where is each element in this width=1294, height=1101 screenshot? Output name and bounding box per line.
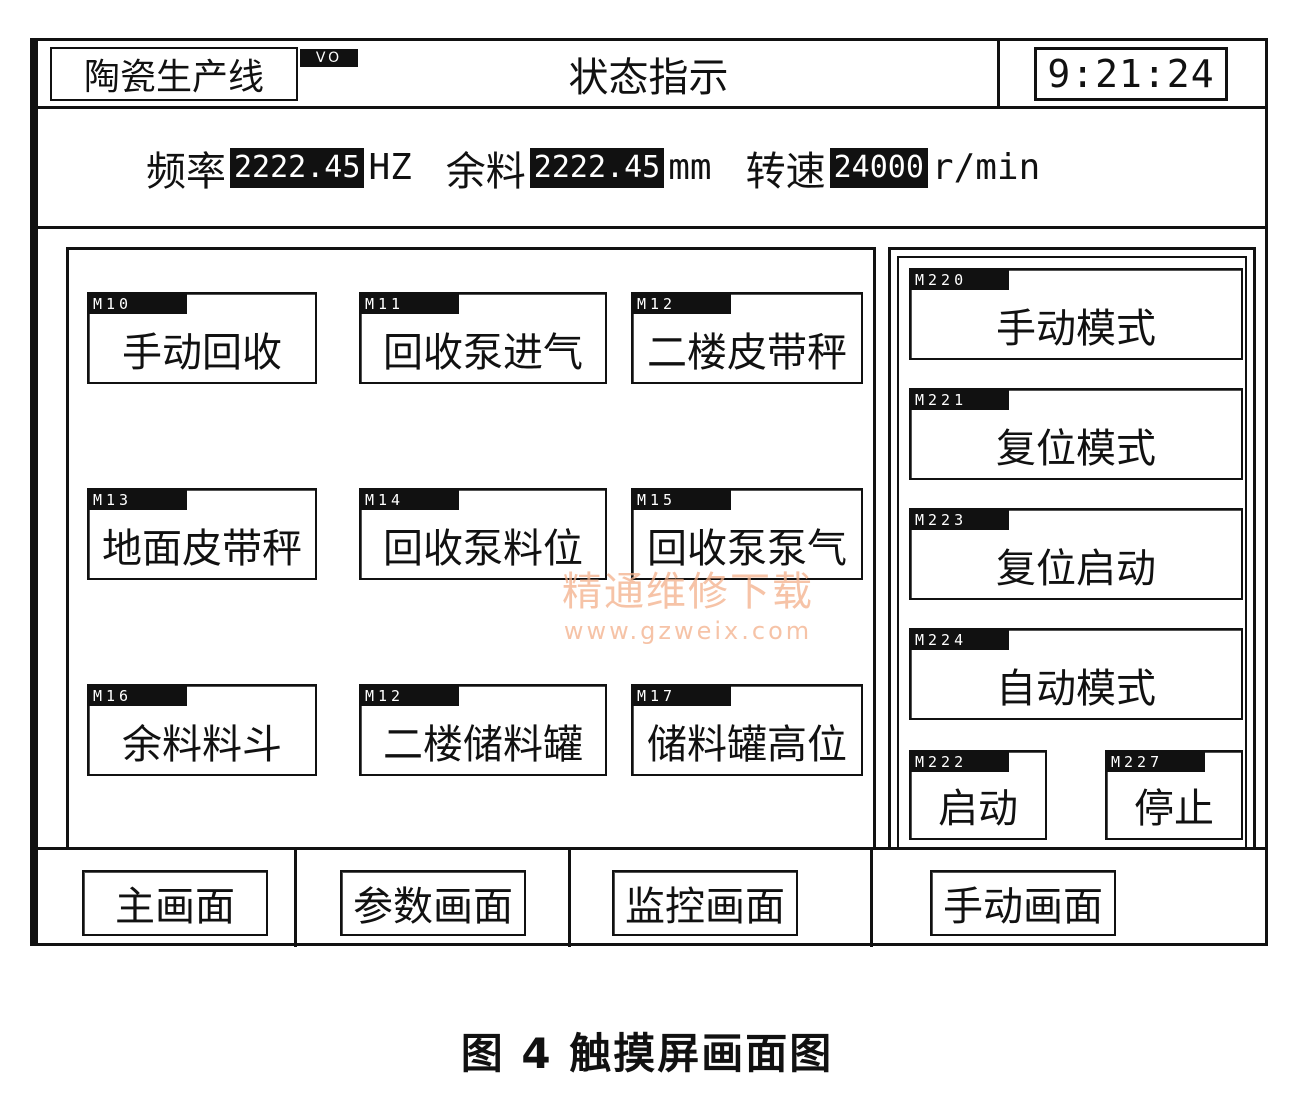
nav-divider (870, 850, 873, 947)
speed-readout: 转速 24000 r/min (746, 139, 1041, 197)
title-bar: 陶瓷生产线 VO 状态指示 9:21:24 (38, 41, 1265, 109)
touchscreen-panel: 陶瓷生产线 VO 状态指示 9:21:24 频率 2222.45 HZ 余料 2… (30, 38, 1268, 947)
button-label: 地面皮带秤 (102, 526, 302, 572)
reset-start-button[interactable]: M223 复位启动 (909, 508, 1243, 600)
screen-navigation-bar: 主画面 参数画面 监控画面 手动画面 (38, 847, 1265, 947)
stop-button[interactable]: M227 停止 (1105, 750, 1243, 840)
clock-display: 9:21:24 (1034, 46, 1228, 101)
storage-tank-high-level-button[interactable]: M17 储料罐高位 (631, 684, 863, 776)
parameter-screen-button[interactable]: 参数画面 (340, 870, 526, 936)
button-label: 二楼储料罐 (383, 722, 583, 768)
button-label: 储料罐高位 (647, 722, 847, 768)
manual-recovery-button[interactable]: M10 手动回收 (87, 292, 317, 384)
mode-panel-frame: M220 手动模式 M221 复位模式 M223 复位启动 M224 自动模式 … (897, 256, 1247, 847)
button-label: 启动 (938, 786, 1018, 832)
ground-belt-scale-button[interactable]: M13 地面皮带秤 (87, 488, 317, 580)
reset-mode-button[interactable]: M221 复位模式 (909, 388, 1243, 480)
button-tag: M12 (633, 294, 731, 314)
manual-mode-button[interactable]: M220 手动模式 (909, 268, 1243, 360)
recovery-pump-air-button[interactable]: M15 回收泵泵气 (631, 488, 863, 580)
remaining-material-hopper-button[interactable]: M16 余料料斗 (87, 684, 317, 776)
button-tag: M224 (911, 630, 1009, 650)
nav-divider (568, 850, 571, 947)
speed-value: 24000 (829, 147, 928, 188)
main-screen-button[interactable]: 主画面 (82, 870, 268, 936)
button-tag: M222 (911, 752, 1009, 772)
button-label: 回收泵料位 (383, 526, 583, 572)
auto-mode-button[interactable]: M224 自动模式 (909, 628, 1243, 720)
second-floor-storage-tank-button[interactable]: M12 二楼储料罐 (359, 684, 607, 776)
remaining-material-unit: mm (668, 147, 712, 188)
button-tag: M15 (633, 490, 731, 510)
remaining-material-value: 2222.45 (529, 147, 665, 188)
speed-unit: r/min (931, 147, 1041, 188)
remaining-material-label: 余料 (445, 148, 526, 195)
button-tag: M16 (89, 686, 187, 706)
device-status-panel: M10 手动回收 M11 回收泵进气 M12 二楼皮带秤 M13 地面皮带秤 M… (66, 247, 876, 847)
frequency-label: 频率 (146, 148, 226, 195)
button-label: 回收泵进气 (383, 330, 583, 376)
mode-control-panel: M220 手动模式 M221 复位模式 M223 复位启动 M224 自动模式 … (888, 247, 1256, 847)
status-readouts: 频率 2222.45 HZ 余料 2222.45 mm 转速 24000 r/m… (38, 109, 1265, 229)
button-tag: M227 (1107, 752, 1205, 772)
button-label: 复位启动 (996, 546, 1156, 592)
button-label: 二楼皮带秤 (647, 330, 847, 376)
button-tag: M11 (361, 294, 459, 314)
button-label: 复位模式 (996, 426, 1156, 472)
frequency-value: 2222.45 (230, 147, 365, 188)
button-label: 手动模式 (996, 306, 1156, 352)
clock-area: 9:21:24 (1000, 41, 1262, 106)
nav-divider (294, 850, 297, 947)
manual-screen-button[interactable]: 手动画面 (930, 870, 1116, 936)
button-tag: M223 (911, 510, 1009, 530)
button-label: 停止 (1134, 786, 1214, 832)
recovery-pump-intake-button[interactable]: M11 回收泵进气 (359, 292, 607, 384)
button-tag: M12 (361, 686, 459, 706)
button-label: 余料料斗 (122, 722, 282, 768)
button-tag: M17 (633, 686, 731, 706)
button-tag: M14 (361, 490, 459, 510)
button-label: 手动回收 (122, 330, 282, 376)
page-title: 状态指示 (300, 41, 1000, 106)
monitor-screen-button[interactable]: 监控画面 (612, 870, 798, 936)
button-tag: M13 (89, 490, 187, 510)
button-tag: M220 (911, 270, 1009, 290)
button-label: 自动模式 (996, 666, 1156, 712)
production-line-name: 陶瓷生产线 (50, 47, 298, 101)
vo-indicator-tag: VO (300, 49, 358, 67)
button-tag: M10 (89, 294, 187, 314)
second-floor-belt-scale-button[interactable]: M12 二楼皮带秤 (631, 292, 863, 384)
figure-caption: 图 4 触摸屏画面图 (460, 1029, 834, 1078)
frequency-readout: 频率 2222.45 HZ (146, 139, 412, 197)
button-label: 回收泵泵气 (647, 526, 847, 572)
recovery-pump-level-button[interactable]: M14 回收泵料位 (359, 488, 607, 580)
speed-label: 转速 (745, 148, 826, 195)
start-button[interactable]: M222 启动 (909, 750, 1047, 840)
frequency-unit: HZ (368, 147, 412, 188)
remaining-material-readout: 余料 2222.45 mm (446, 139, 712, 197)
button-tag: M221 (911, 390, 1009, 410)
